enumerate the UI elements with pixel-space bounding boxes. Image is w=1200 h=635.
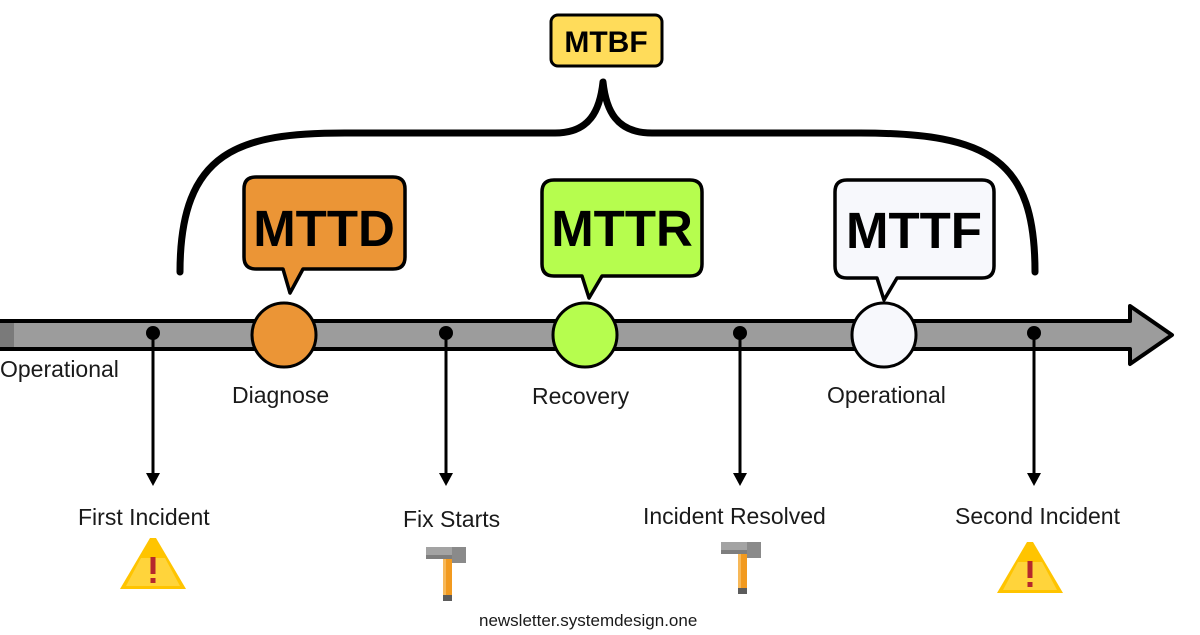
mtbf-badge: MTBF: [549, 13, 664, 68]
event-marker-fix-starts: [439, 326, 453, 486]
event-marker-second-incident: [1027, 326, 1041, 486]
warning-icon: [997, 542, 1063, 593]
phase-label-diagnose: Diagnose: [232, 382, 330, 408]
mttr-label: MTTR: [551, 200, 693, 257]
recovery-circle: [551, 301, 619, 369]
hammer-icon: [426, 547, 466, 601]
event-marker-incident-resolved: [733, 326, 747, 486]
diagnose-circle: [250, 301, 318, 369]
event-label-second-incident: Second Incident: [955, 503, 1120, 529]
mttf-label: MTTF: [846, 202, 982, 259]
phase-label-operational: Operational: [827, 382, 946, 408]
operational-circle: [850, 301, 918, 369]
event-marker-first-incident: [146, 326, 160, 486]
phase-label-recovery: Recovery: [532, 383, 630, 409]
event-label-first-incident: First Incident: [78, 504, 210, 530]
mttd-callout: MTTD: [242, 175, 407, 295]
phase-label-operational-start: Operational: [0, 356, 119, 382]
mttd-label: MTTD: [253, 200, 395, 257]
mtbf-brace: [176, 78, 1039, 276]
mttr-callout: MTTR: [540, 178, 704, 300]
event-label-incident-resolved: Incident Resolved: [643, 503, 826, 529]
hammer-icon: [721, 542, 761, 594]
mttf-callout: MTTF: [833, 178, 996, 302]
warning-icon: [120, 538, 186, 589]
event-label-fix-starts: Fix Starts: [403, 506, 501, 532]
footer-source: newsletter.systemdesign.one: [479, 611, 698, 630]
mtbf-label: MTBF: [564, 26, 647, 59]
